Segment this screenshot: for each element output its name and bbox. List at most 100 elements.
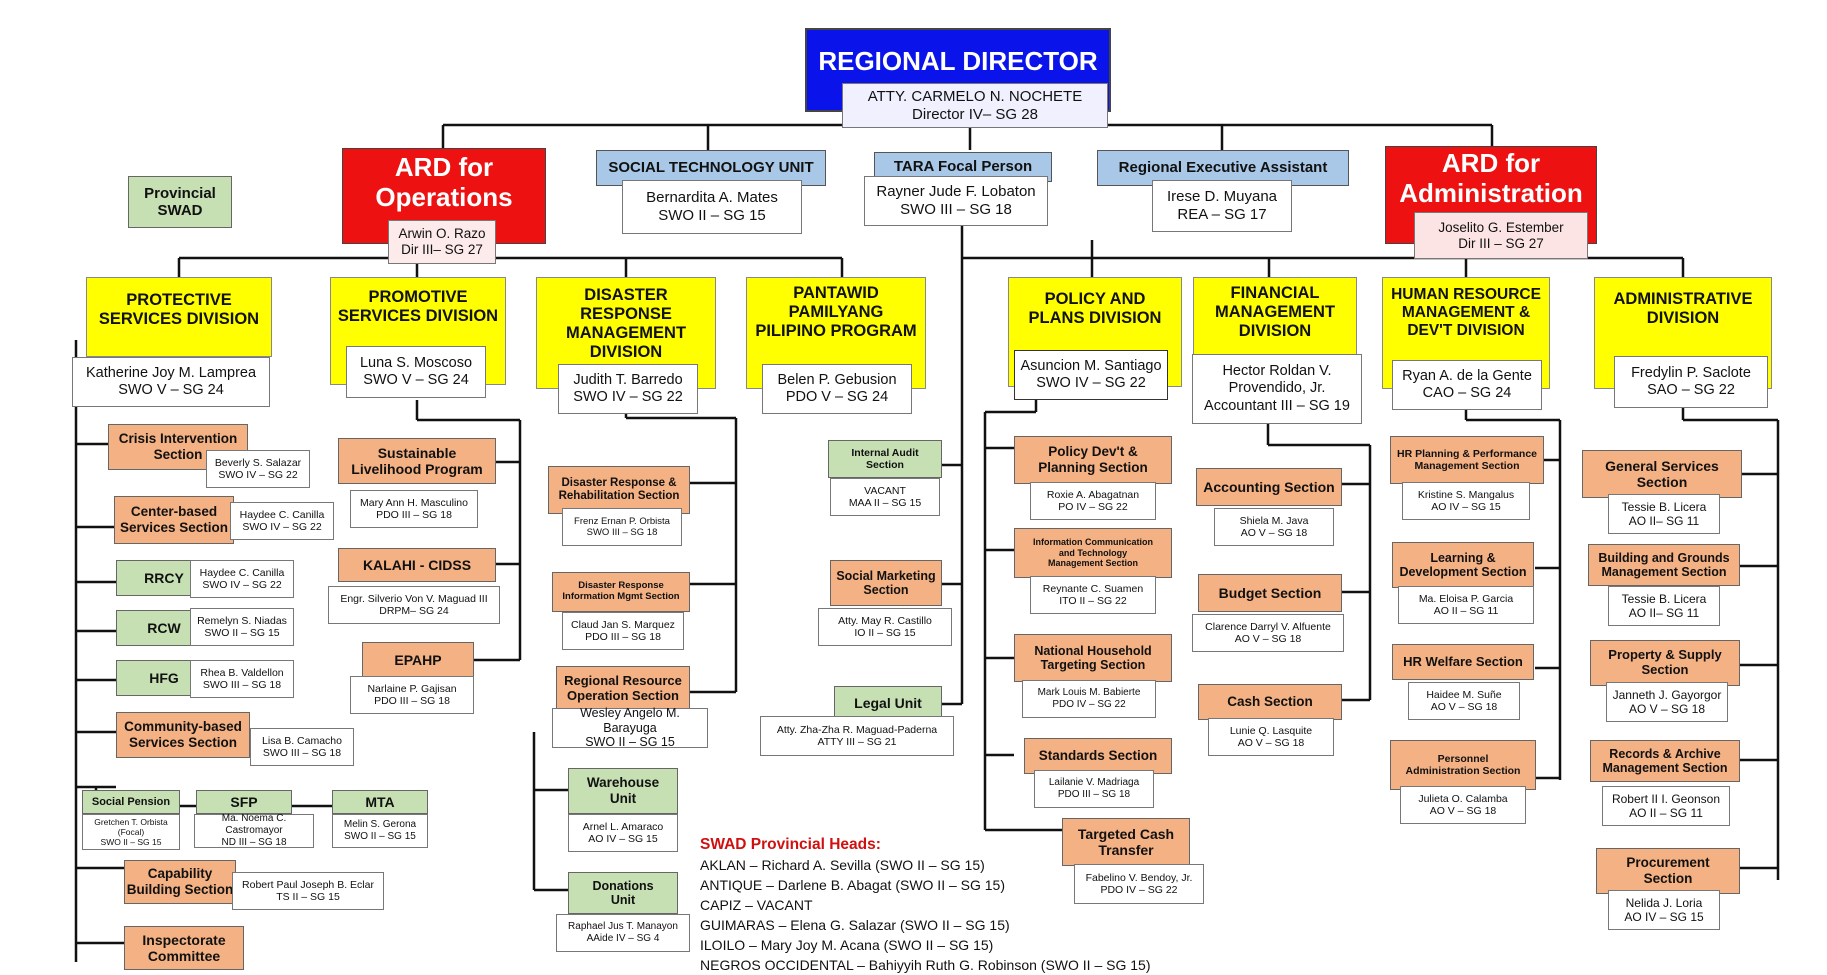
ard-ops-line2: Operations (375, 181, 513, 212)
person-position: AO II– SG 11 (1628, 514, 1700, 528)
person-position: PDO III – SG 18 (376, 509, 452, 521)
disaster-response-information-section: Disaster Response Information Mgmt Secti… (552, 572, 690, 612)
person-position: AO V – SG 18 (1240, 527, 1308, 539)
person-name: Fabelino V. Bendoy, Jr. (1085, 871, 1193, 884)
person-name-line2: Provendido, Jr. (1228, 380, 1326, 397)
policy-development-planning-section: Policy Dev't & Planning Section (1014, 436, 1172, 484)
person-position: SAO – SG 22 (1647, 382, 1735, 398)
prov-swad-line2: SWAD (157, 202, 203, 219)
person-position: Dir III – SG 27 (1458, 235, 1544, 251)
sec-line2: Operation Section (567, 688, 679, 703)
sec-line1: Building and Grounds (1598, 550, 1730, 565)
internal-audit-section: Internal Audit Section (828, 440, 942, 478)
mta-head: Melin S. Gerona SWO II – SG 15 (332, 814, 428, 848)
sec-line2: Section (863, 583, 909, 597)
social-pension-unit: Social Pension (82, 790, 180, 814)
pas-head: Julieta O. Calamba AO V – SG 18 (1400, 786, 1526, 824)
cash-section: Cash Section (1198, 684, 1342, 720)
sec-line1: Warehouse (586, 775, 660, 791)
div-line2: PAMILYANG (788, 302, 884, 321)
sec-line1: Disaster Response (578, 580, 664, 592)
sec-line1: Inspectorate (142, 931, 226, 948)
person-position: DRPM– SG 24 (379, 605, 449, 617)
person-name: Asuncion M. Santiago (1020, 357, 1162, 374)
person-name: Wesley Angelo M. Barayuga (580, 705, 680, 735)
person-name: Gretchen T. Orbista (94, 816, 168, 827)
swad-head-line: AKLAN – Richard A. Sevilla (SWO II – SG … (700, 857, 985, 873)
person-position: Dir III– SG 27 (401, 242, 483, 257)
property-supply-section: Property & Supply Section (1590, 640, 1740, 686)
div-line3: DIVISION (589, 342, 663, 361)
procurement-head: Nelida J. Loria AO IV – SG 15 (1608, 890, 1720, 930)
standards-head: Lailanie V. Madriaga PDO III – SG 18 (1034, 770, 1154, 808)
person-name-line1: Hector Roldan V. (1222, 363, 1332, 380)
community-based-services-section: Community-based Services Section (116, 712, 250, 758)
person-note: (Focal) (117, 826, 145, 837)
person-position: AO II – SG 11 (1433, 605, 1499, 617)
sec-line1: Records & Archive (1609, 746, 1721, 761)
person-position: AO II– SG 11 (1628, 606, 1700, 620)
person-position: ITO II – SG 22 (1059, 595, 1127, 607)
person-name: Ryan A. de la Gente (1402, 367, 1532, 384)
slp-head: Mary Ann H. Masculino PDO III – SG 18 (350, 490, 478, 528)
warehouse-unit: Warehouse Unit (568, 768, 678, 814)
person-position: SWO III – SG 18 (202, 679, 282, 691)
sec-line1: General Services (1605, 457, 1719, 474)
drmd-head: Judith T. Barredo SWO IV – SG 22 (558, 364, 698, 414)
lds-head: Ma. Eloisa P. Garcia AO II – SG 11 (1398, 586, 1534, 624)
rcw-head: Remelyn S. Niadas SWO II – SG 15 (190, 608, 294, 646)
bgms-head: Tessie B. Licera AO II– SG 11 (1608, 586, 1720, 626)
div-line2: SERVICES DIVISION (98, 310, 260, 328)
person-name: ATTY. CARMELO N. NOCHETE (867, 87, 1083, 105)
accounting-head: Shiela M. Java AO V – SG 18 (1214, 508, 1334, 546)
person-name: Luna S. Moscoso (359, 354, 473, 371)
sec-line2: Management Section (1601, 565, 1727, 579)
sec-line2: Section (1641, 662, 1689, 677)
person-name: Lunie Q. Lasquite (1229, 724, 1313, 737)
ict-management-section: Information Communication and Technology… (1014, 528, 1172, 578)
sec-line2: Transfer (1098, 842, 1154, 858)
person-position: ND III – SG 18 (221, 836, 287, 848)
policy-division-head: Asuncion M. Santiago SWO IV – SG 22 (1014, 350, 1168, 400)
ictms-head: Reynante C. Suamen ITO II – SG 22 (1030, 576, 1156, 614)
sec-line1: Procurement (1626, 855, 1710, 871)
person-name: Bernardita A. Mates (646, 189, 778, 207)
sec-line2: Services Section (128, 735, 238, 750)
person-position: SWO IV – SG 22 (202, 579, 282, 591)
person-name: Fredylin P. Saclote (1631, 364, 1751, 381)
person-position: PDO III – SG 18 (585, 631, 661, 643)
center-based-head: Haydee C. Canilla SWO IV – SG 22 (230, 502, 334, 540)
person-name: Arwin O. Razo (398, 226, 486, 242)
person-position: SWO IV – SG 22 (218, 469, 298, 481)
person-position: CAO – SG 24 (1422, 385, 1512, 401)
sec-line2: Section (1643, 871, 1693, 886)
person-name: VACANT (864, 484, 906, 497)
person-name: Robert Paul Joseph B. Eclar (242, 878, 374, 891)
hr-welfare-section: HR Welfare Section (1392, 644, 1534, 680)
person-position: SWO IV – SG 22 (573, 389, 683, 405)
person-position: AO V – SG 18 (1237, 737, 1305, 749)
prov-swad-line1: Provincial (144, 184, 216, 202)
sec-line2: and Technology (1058, 547, 1128, 558)
sec-line1: Social Marketing (836, 568, 936, 583)
sec-line1: Personnel (1437, 752, 1489, 765)
mta-unit: MTA (332, 790, 428, 814)
rrcy-head: Haydee C. Canilla SWO IV – SG 22 (190, 560, 294, 598)
person-name: Tessie B. Licera (1621, 499, 1707, 514)
procurement-section: Procurement Section (1596, 848, 1740, 894)
building-grounds-management-section: Building and Grounds Management Section (1588, 544, 1740, 586)
promotive-services-division-head: Luna S. Moscoso SWO V – SG 24 (346, 346, 486, 398)
person-name: Atty. Zha-Zha R. Maguad-Paderna (776, 723, 938, 736)
sec-line1: Information Communication (1033, 537, 1153, 548)
budget-section: Budget Section (1198, 574, 1342, 612)
swad-heads-title: SWAD Provincial Heads: (700, 836, 881, 853)
person-name: Engr. Silverio Von V. Maguad III (340, 592, 488, 605)
sec-line2: Building Section (126, 882, 234, 897)
hrmd-division-head: Ryan A. de la Gente CAO – SG 24 (1392, 360, 1542, 410)
person-position: Accountant III – SG 19 (1204, 397, 1350, 414)
person-position: SWO III – SG 18 (262, 747, 342, 759)
legal-unit-head: Atty. Zha-Zha R. Maguad-Paderna ATTY III… (760, 716, 954, 756)
ard-adm-line2: Administration (1399, 177, 1583, 208)
person-name: Reynante C. Suamen (1042, 582, 1144, 595)
sec-line1: Disaster Response & (561, 476, 677, 489)
